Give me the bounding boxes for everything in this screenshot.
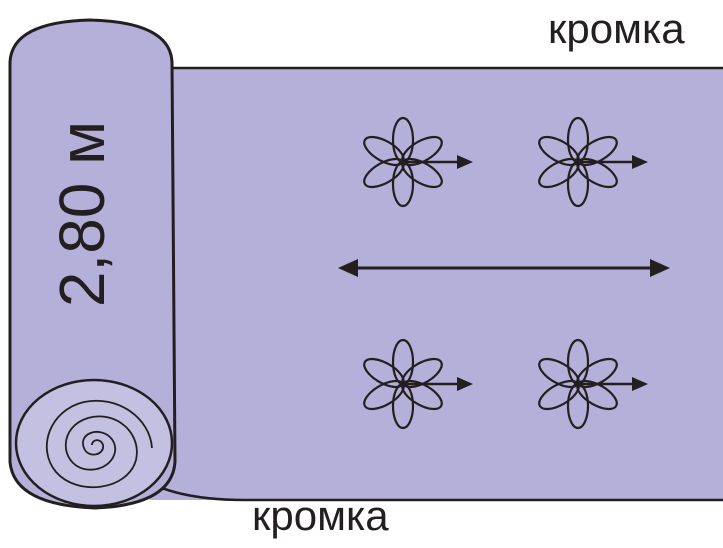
fabric-roll: [8, 18, 177, 510]
fabric-sheet: [150, 68, 723, 500]
edge-label-top: кромка: [548, 5, 685, 52]
roll-spiral: [46, 399, 153, 489]
roll-width-label: 2,80 м: [46, 120, 118, 308]
edge-label-bottom: кромка: [252, 492, 389, 539]
double-arrow-icon: [338, 259, 670, 277]
roll-end: [14, 378, 174, 508]
